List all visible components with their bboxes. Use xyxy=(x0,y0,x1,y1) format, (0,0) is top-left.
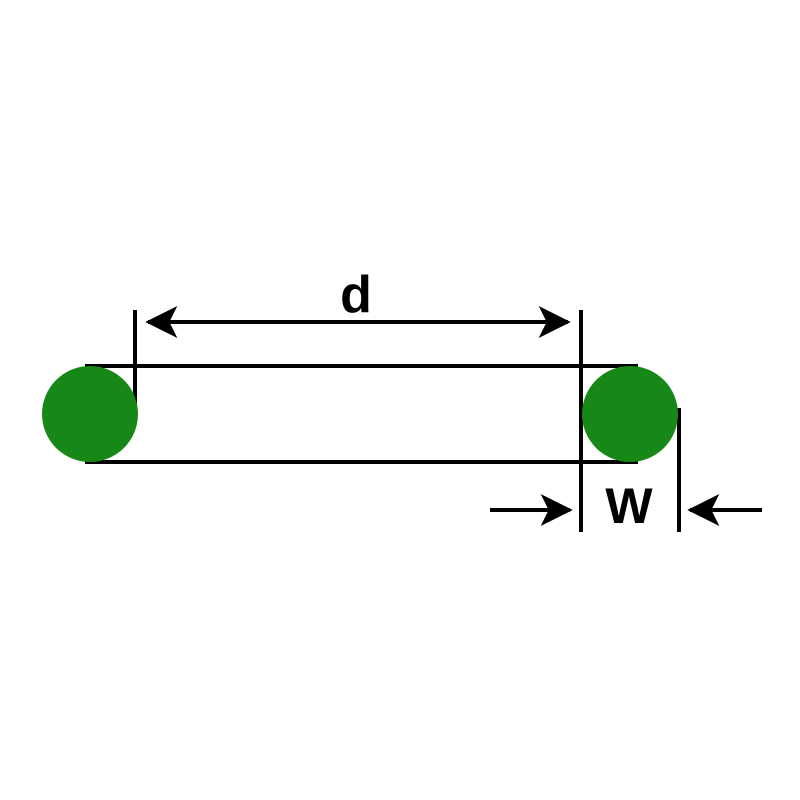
inner-diameter-label: d xyxy=(340,266,372,324)
diagram-linework xyxy=(85,306,762,532)
right-cross-section-circle xyxy=(582,366,678,462)
cross-section-width-label: W xyxy=(605,478,653,534)
left-cross-section-circle xyxy=(42,366,138,462)
